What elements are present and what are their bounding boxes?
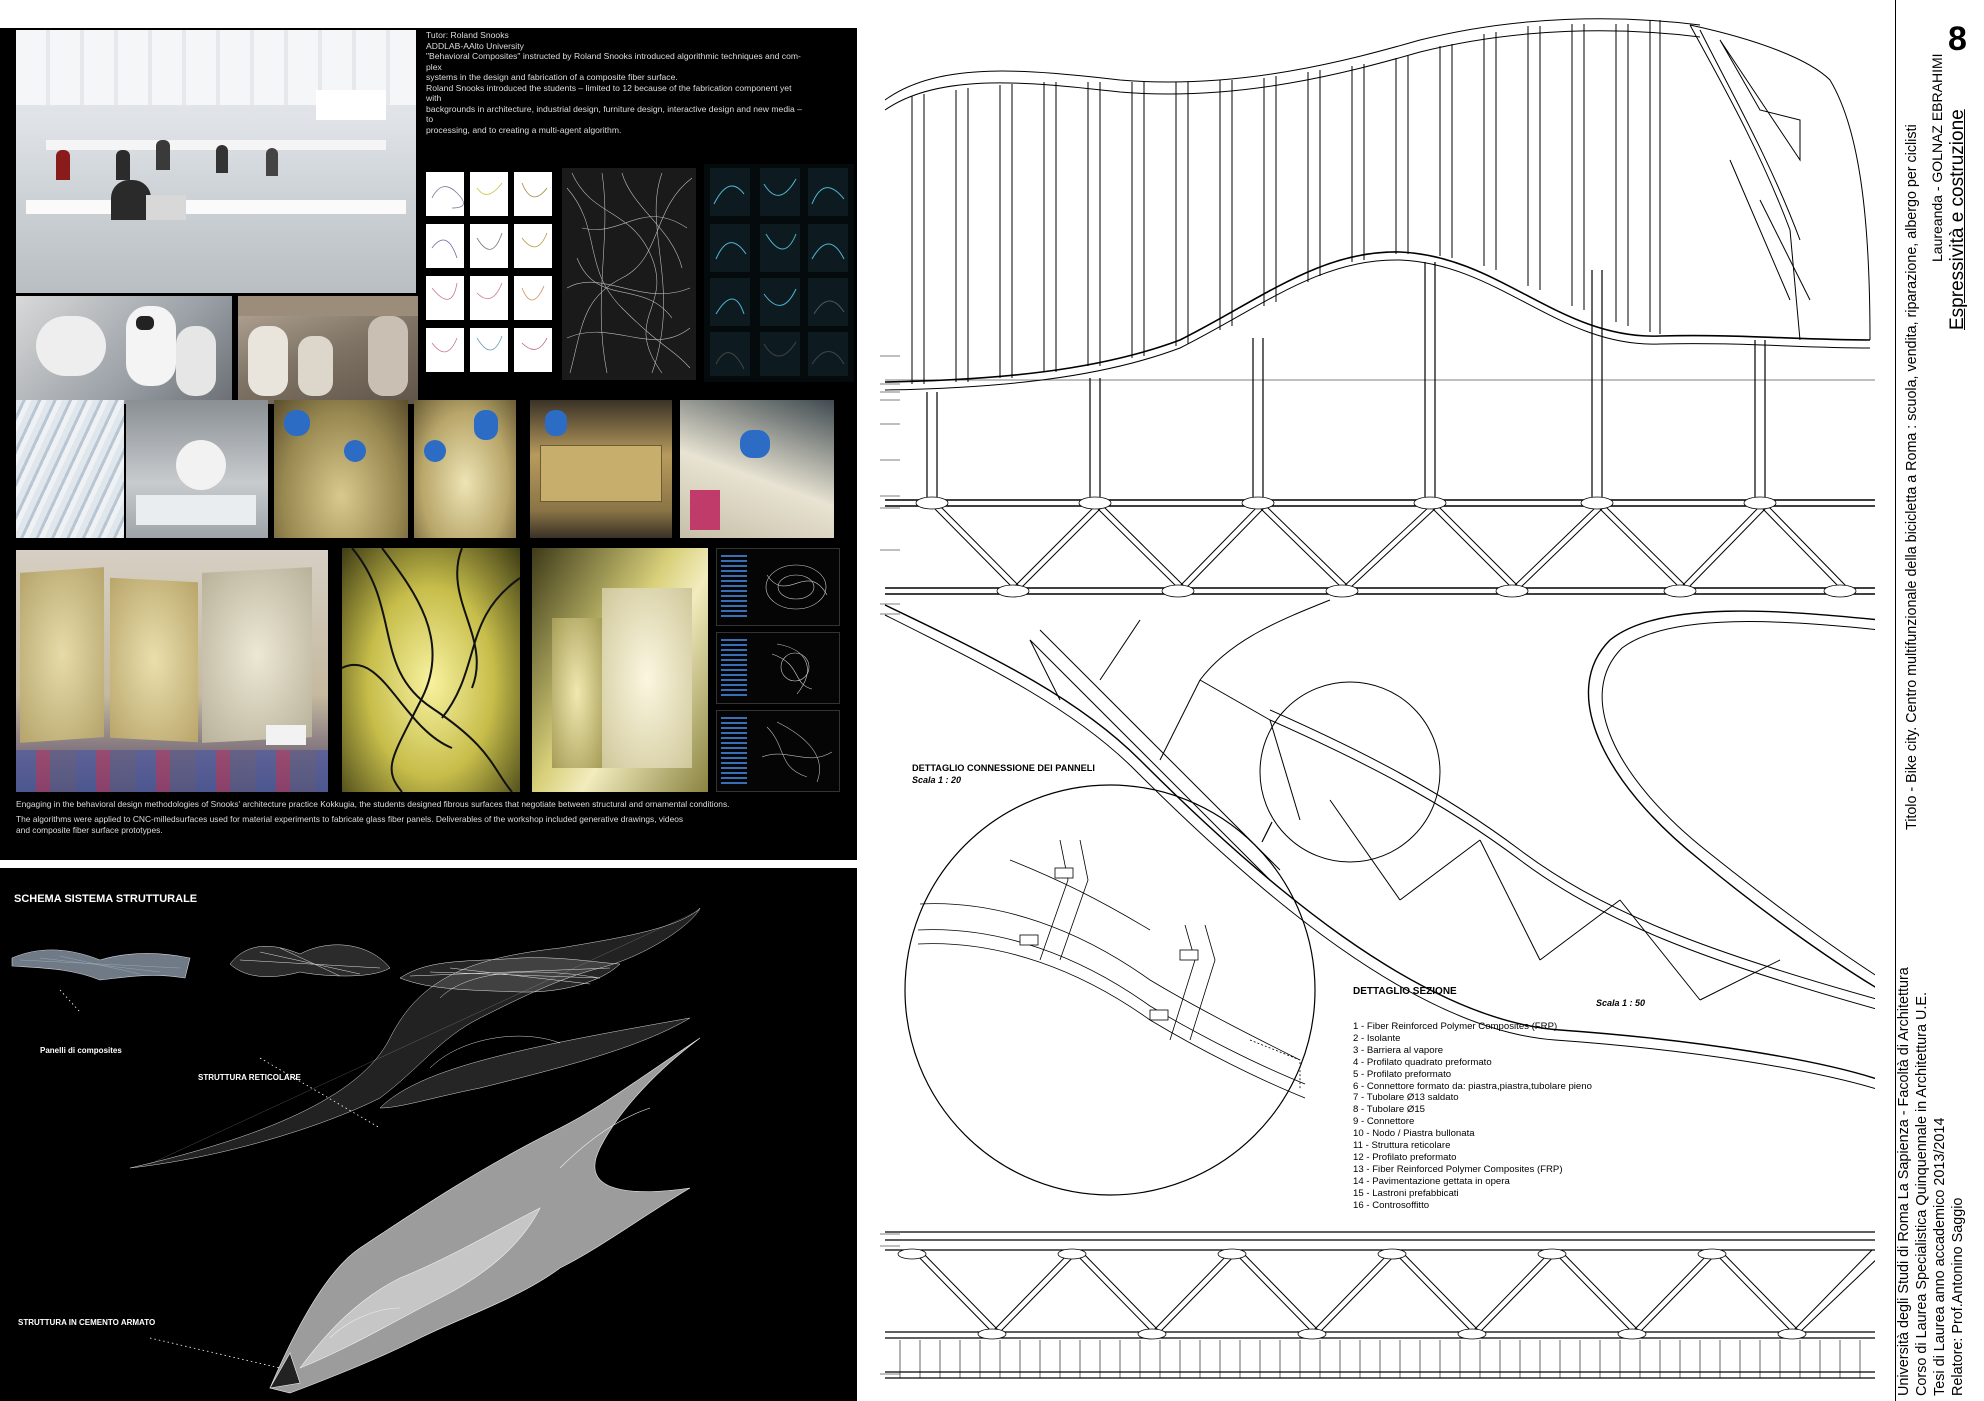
legend-item: 16 - Controsoffitto [1353, 1199, 1430, 1211]
reticular-large-model [129, 907, 701, 1169]
callout-8: 8 [846, 455, 851, 465]
author-line: Laureanda - GOLNAZ EBRAHIMI [1929, 53, 1945, 262]
callout-5: 5 [846, 395, 851, 405]
legend-item: 13 - Fiber Reinforced Polymer Composites… [1353, 1163, 1563, 1175]
university-line: Università degli Studi di Roma La Sapien… [1896, 967, 1912, 1396]
fabrication-photo-lab [238, 296, 418, 404]
legend-item: 3 - Barriera al vapore [1353, 1044, 1444, 1056]
section-drawing [880, 18, 1875, 1379]
legend-item: 8 - Tubolare Ø15 [1353, 1104, 1425, 1116]
fiber-layup-photo-3 [530, 400, 672, 538]
callout-16: 16 [840, 1369, 850, 1379]
backlit-panel-photo [342, 548, 520, 792]
fiber-layup-photo-2 [414, 400, 516, 538]
software-screen-3 [716, 710, 840, 792]
callout-7: 7 [846, 419, 851, 429]
legend-item: 1 - Fiber Reinforced Polymer Composites … [1353, 1021, 1558, 1032]
legend-item: 10 - Nodo / Piastra bullonata [1353, 1128, 1475, 1140]
section-legend-scale: Scala 1 : 50 [1596, 998, 1646, 1008]
fiber-drawing [562, 168, 696, 380]
legend-item: 2 - Isolante [1353, 1032, 1401, 1044]
detail-connection-scale: Scala 1 : 20 [912, 775, 962, 785]
callout-15: 15 [840, 1241, 850, 1251]
legend-item: 14 - Pavimentazione gettata in opera [1353, 1175, 1510, 1187]
course-line: Corso di Laurea Specialistica Quinquenna… [1914, 992, 1930, 1396]
legend-item: 6 - Connettore formato da: piastra,piast… [1353, 1080, 1592, 1092]
legend-item: 5 - Profilato preformato [1353, 1068, 1452, 1080]
thesis-line: Tesi di Laurea anno accademico 2013/2014 [1932, 1117, 1948, 1396]
legend-item: 15 - Lastroni prefabbicati [1353, 1187, 1459, 1199]
callout-3: 3 [846, 379, 851, 389]
legend-item: 12 - Profilato preformato [1353, 1151, 1457, 1163]
legend-item: 7 - Tubolare Ø13 saldato [1353, 1092, 1459, 1104]
structural-schema-diagram [11, 907, 701, 1394]
fiber-layup-photo-4 [680, 400, 834, 538]
legend-item: 9 - Connettore [1353, 1116, 1415, 1128]
sheet-number: 8 [1948, 20, 1967, 58]
concrete-structure-model [269, 1037, 701, 1394]
callout-13: 13 [840, 609, 850, 619]
callout-9: 9 [846, 491, 851, 501]
project-title: Titolo - Bike city. Centro multifunziona… [1904, 124, 1920, 830]
title-block: 8 Espressività e costruzione Laureanda -… [1895, 0, 1984, 1401]
workshop-credits: Tutor: Roland Snooks ADDLAB-AAlto Univer… [426, 30, 802, 135]
legend-item: 4 - Profilato quadrato preformato [1353, 1056, 1492, 1068]
milled-surface-photo [16, 400, 124, 538]
classroom-photo [16, 30, 416, 293]
label-composite-panels: Panelli di composites [40, 1046, 122, 1055]
section-legend: 1 - Fiber Reinforced Polymer Composites … [1353, 1021, 1592, 1212]
fabrication-photo-masks [16, 296, 232, 404]
reticular-model-small-2 [399, 957, 621, 993]
generative-sketch-grid [422, 168, 556, 380]
workshop-caption: Engaging in the behavioral design method… [16, 799, 730, 835]
advisor-line: Relatore: Prof.Antonino Saggio [1950, 1197, 1966, 1396]
label-concrete-structure: STRUTTURA IN CEMENTO ARMATO [18, 1318, 156, 1327]
label-reticular-structure: STRUTTURA RETICOLARE [198, 1073, 301, 1082]
callout-14: 14 [840, 1229, 850, 1239]
callout-4: 4 [846, 387, 851, 397]
section-legend-title: DETTAGLIO SEZIONE [1353, 986, 1457, 997]
reticular-model-small-1 [229, 944, 391, 977]
software-screen-1 [716, 548, 840, 626]
fiber-panels-photo [16, 550, 328, 792]
software-screen-2 [716, 632, 840, 704]
callout-10: 10 [840, 503, 850, 513]
detail-connection-title: DETTAGLIO CONNESSIONE DEI PANNELI [912, 763, 1095, 773]
callout-11: 11 [840, 545, 849, 555]
callout-12: 12 [840, 599, 850, 609]
schema-title: SCHEMA SISTEMA STRUTTURALE [14, 893, 198, 905]
cnc-milling-photo [126, 400, 268, 538]
legend-item: 11 - Struttura reticolare [1353, 1140, 1451, 1152]
sheet-subject: Espressività e costruzione [1947, 109, 1968, 330]
agent-render-grid [704, 164, 854, 382]
panel-install-photo [532, 548, 708, 792]
callout-6: 6 [846, 403, 851, 413]
fiber-layup-photo-1 [274, 400, 408, 538]
